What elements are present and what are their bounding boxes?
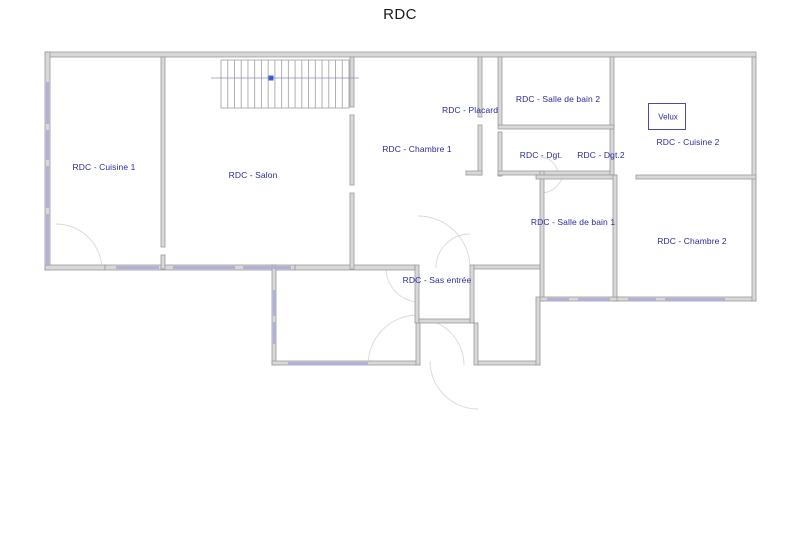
wall-segment — [477, 360, 541, 366]
wall-segment — [635, 174, 757, 180]
wall-segment — [473, 264, 541, 270]
wall-segment — [497, 170, 614, 176]
wall-segment — [477, 124, 483, 176]
wall-segment — [612, 174, 618, 302]
wall-segment — [497, 131, 503, 177]
door-swing-arc — [55, 223, 103, 271]
wall-segment — [44, 51, 757, 58]
room-label-sas-entree: RDC - Sas entrée — [402, 275, 472, 285]
wall-segment — [44, 264, 106, 271]
wall-segment — [497, 124, 615, 130]
staircase — [211, 59, 359, 109]
window-opening — [116, 266, 159, 269]
room-label-salle-de-bain-1: RDC - Salle de bain 1 — [530, 217, 616, 227]
window-opening — [628, 298, 656, 301]
room-label-dgt: RDC - Dgt. — [519, 150, 563, 160]
room-label-cuisine-1: RDC - Cuisine 1 — [72, 162, 136, 172]
wall-segment — [497, 56, 503, 126]
door-swing-arc — [417, 318, 465, 366]
room-label-chambre-1: RDC - Chambre 1 — [382, 144, 452, 154]
room-label-cuisine-2: RDC - Cuisine 2 — [656, 137, 720, 147]
wall-segment — [473, 322, 479, 366]
wall-segment — [160, 56, 166, 248]
window-opening — [46, 214, 49, 266]
wall-segment — [418, 318, 475, 324]
room-label-placard: RDC - Placard — [441, 105, 499, 115]
velux-box — [648, 103, 686, 130]
window-opening — [273, 322, 276, 344]
wall-segment — [535, 296, 541, 366]
wall-segment — [477, 56, 483, 118]
window-opening — [273, 290, 276, 316]
door-swing-arc — [385, 267, 421, 303]
window-opening — [46, 130, 49, 160]
window-opening — [46, 82, 49, 124]
stair-outline — [220, 59, 350, 109]
room-label-chambre-2: RDC - Chambre 2 — [657, 236, 727, 246]
velux-label: Velux — [658, 112, 678, 122]
door-swing-arc — [435, 233, 471, 269]
window-opening — [173, 266, 235, 269]
door-swing-arc — [429, 360, 479, 410]
wall-segment — [349, 114, 355, 186]
room-label-dgt-2: RDC - Dgt.2 — [577, 150, 625, 160]
wall-segment — [465, 170, 483, 176]
wall-segment — [294, 264, 416, 271]
window-opening — [547, 298, 569, 301]
room-label-salle-de-bain-2: RDC - Salle de bain 2 — [515, 94, 601, 104]
wall-segment — [349, 56, 355, 108]
window-opening — [46, 166, 49, 208]
door-swing-arcs — [55, 156, 564, 410]
wall-segment — [414, 264, 420, 324]
stair-direction-marker — [268, 75, 274, 81]
wall-segment — [469, 264, 475, 324]
door-swing-arc — [367, 314, 419, 366]
wall-segment — [535, 174, 617, 180]
wall-segment — [160, 254, 166, 270]
wall-segment — [349, 192, 355, 270]
wall-segment — [415, 322, 421, 366]
window-opening — [243, 266, 291, 269]
window-opening — [665, 298, 725, 301]
page-title: RDC — [383, 6, 417, 23]
door-swing-arc — [417, 215, 471, 269]
window-group — [46, 82, 725, 365]
room-label-salon: RDC - Salon — [228, 170, 278, 180]
window-opening — [578, 298, 610, 301]
wall-segment — [539, 170, 545, 302]
window-opening — [288, 362, 368, 365]
